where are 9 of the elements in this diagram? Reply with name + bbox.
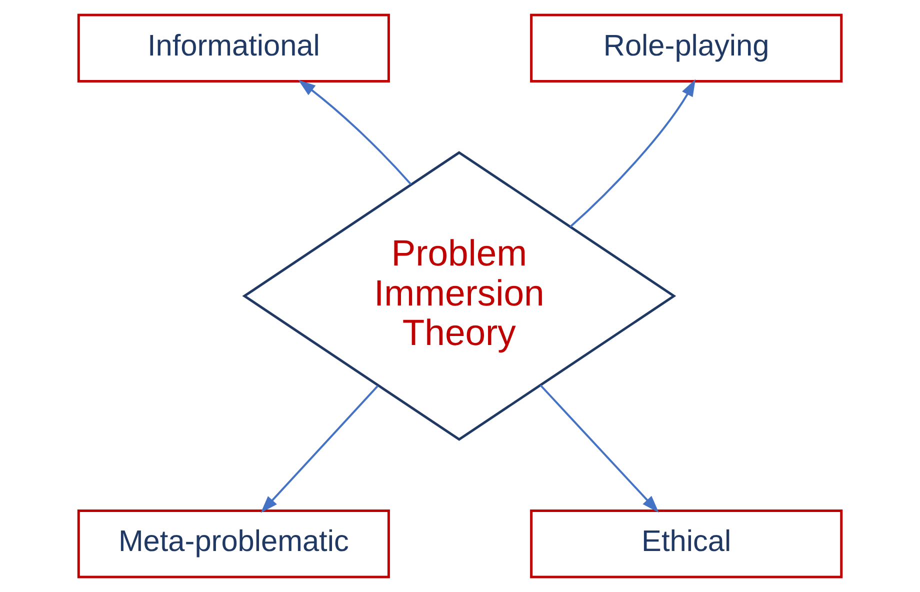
node-box: Meta-problematic xyxy=(77,509,390,578)
arrow xyxy=(298,80,412,185)
node-box: Ethical xyxy=(530,509,843,578)
node-diamond: Problem Immersion Theory xyxy=(242,151,676,441)
arrow xyxy=(570,79,696,228)
arrow xyxy=(540,384,659,513)
node-box: Informational xyxy=(77,14,390,83)
node-box: Role-playing xyxy=(530,14,843,83)
arrow xyxy=(260,385,378,513)
